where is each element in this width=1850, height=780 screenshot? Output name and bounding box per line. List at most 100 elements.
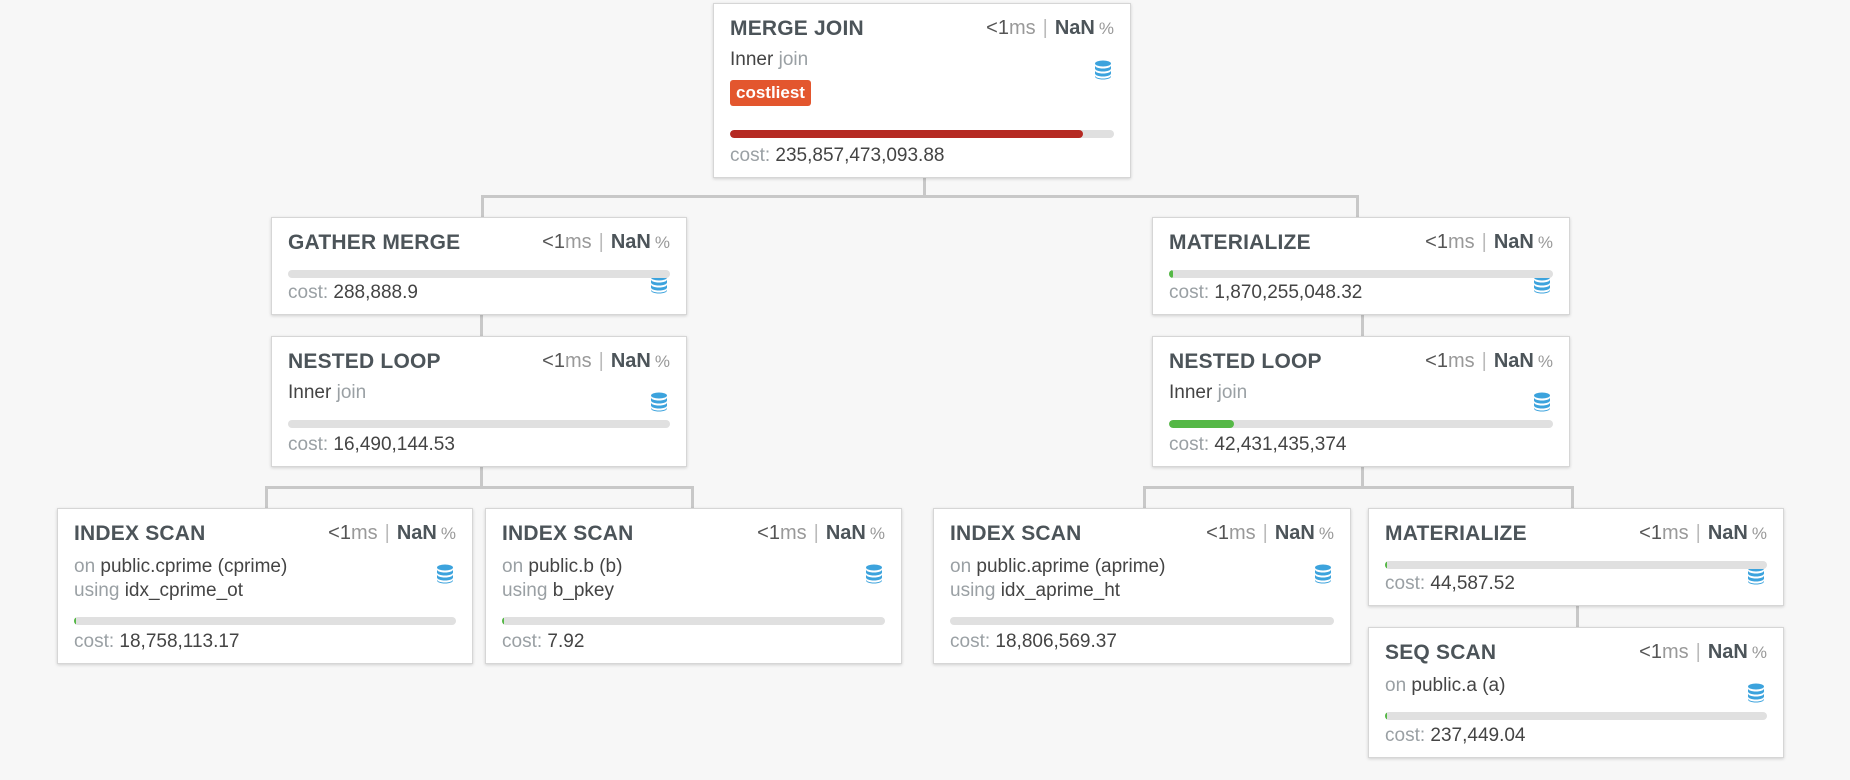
node-title: INDEX SCAN bbox=[74, 522, 206, 545]
join-type: Inner join bbox=[288, 381, 670, 405]
plan-node-materialize[interactable]: MATERIALIZE <1ms|NaN% cost: 1,870,255,04… bbox=[1152, 217, 1570, 315]
ms-unit: ms bbox=[1228, 522, 1256, 544]
on-word: on bbox=[1385, 675, 1407, 696]
node-percent: NaN bbox=[396, 522, 437, 544]
tree-edge bbox=[1571, 486, 1574, 508]
node-cost: cost: 288,888.9 bbox=[288, 282, 418, 304]
plan-node-index-scan-aprime[interactable]: INDEX SCAN <1ms|NaN% on public.aprime (a… bbox=[933, 508, 1351, 664]
cost-bar-fill bbox=[1169, 420, 1235, 428]
node-cost: cost: 1,870,255,048.32 bbox=[1169, 282, 1362, 304]
node-time: <1 bbox=[1425, 231, 1448, 253]
scan-index: using idx_aprime_ht bbox=[950, 579, 1334, 603]
ms-unit: ms bbox=[564, 350, 592, 372]
ms-unit: ms bbox=[1447, 350, 1475, 372]
percent-sign: % bbox=[1537, 352, 1553, 371]
cost-bar-fill bbox=[74, 617, 77, 625]
plan-node-gather-merge[interactable]: GATHER MERGE <1ms|NaN% cost: 288,888.9 bbox=[271, 217, 687, 315]
index-value: idx_aprime_ht bbox=[1000, 580, 1121, 601]
scan-index: using idx_cprime_ot bbox=[74, 579, 456, 603]
using-word: using bbox=[950, 580, 996, 601]
cost-value: 235,857,473,093.88 bbox=[775, 145, 945, 166]
relation-value: public.aprime (aprime) bbox=[976, 556, 1166, 577]
scan-relation: on public.cprime (cprime) bbox=[74, 555, 456, 579]
tree-edge bbox=[265, 486, 268, 508]
timing-separator: | bbox=[1262, 522, 1268, 544]
cost-bar-fill bbox=[730, 130, 1084, 138]
node-percent: NaN bbox=[1054, 17, 1095, 39]
cost-value: 42,431,435,374 bbox=[1214, 434, 1347, 455]
node-timing: <1ms|NaN% bbox=[986, 17, 1114, 40]
scan-relation: on public.b (b) bbox=[502, 555, 885, 579]
plan-node-nested-loop-right[interactable]: NESTED LOOP <1ms|NaN% Inner join cost: 4… bbox=[1152, 336, 1570, 467]
timing-separator: | bbox=[1695, 522, 1701, 544]
node-time: <1 bbox=[986, 17, 1009, 39]
node-time: <1 bbox=[1639, 522, 1662, 544]
percent-sign: % bbox=[654, 352, 670, 371]
on-word: on bbox=[950, 556, 972, 577]
percent-sign: % bbox=[1098, 19, 1114, 38]
timing-separator: | bbox=[598, 350, 604, 372]
relation-value: public.b (b) bbox=[528, 556, 623, 577]
node-time: <1 bbox=[328, 522, 351, 544]
tree-edge bbox=[1576, 605, 1579, 627]
tree-edge bbox=[923, 176, 926, 196]
node-cost: cost: 237,449.04 bbox=[1385, 725, 1526, 747]
plan-node-index-scan-b[interactable]: INDEX SCAN <1ms|NaN% on public.b (b) usi… bbox=[485, 508, 902, 664]
node-time: <1 bbox=[1206, 522, 1229, 544]
tree-edge bbox=[481, 195, 1359, 198]
node-timing: <1ms|NaN% bbox=[1425, 350, 1553, 373]
node-title: INDEX SCAN bbox=[502, 522, 634, 545]
cost-bar bbox=[502, 617, 885, 625]
plan-node-seq-scan[interactable]: SEQ SCAN <1ms|NaN% on public.a (a) cost:… bbox=[1368, 627, 1784, 758]
percent-sign: % bbox=[1751, 643, 1767, 662]
cost-label: cost: bbox=[74, 631, 115, 652]
database-icon bbox=[1094, 60, 1112, 85]
node-title: INDEX SCAN bbox=[950, 522, 1082, 545]
node-title: NESTED LOOP bbox=[288, 350, 441, 373]
cost-label: cost: bbox=[502, 631, 543, 652]
ms-unit: ms bbox=[1008, 17, 1036, 39]
ms-unit: ms bbox=[564, 231, 592, 253]
ms-unit: ms bbox=[779, 522, 807, 544]
costliest-badge: costliest bbox=[730, 80, 811, 106]
cost-bar-fill bbox=[1385, 561, 1388, 569]
using-word: using bbox=[502, 580, 548, 601]
node-percent: NaN bbox=[1493, 350, 1534, 372]
timing-separator: | bbox=[1481, 350, 1487, 372]
database-icon bbox=[1747, 683, 1765, 708]
scan-relation: on public.a (a) bbox=[1385, 674, 1767, 698]
scan-relation: on public.aprime (aprime) bbox=[950, 555, 1334, 579]
percent-sign: % bbox=[1318, 524, 1334, 543]
node-title: SEQ SCAN bbox=[1385, 641, 1497, 664]
cost-bar bbox=[1385, 561, 1767, 569]
cost-value: 237,449.04 bbox=[1430, 725, 1526, 746]
database-icon bbox=[1314, 564, 1332, 589]
node-cost: cost: 42,431,435,374 bbox=[1169, 434, 1346, 456]
join-type: Inner join bbox=[730, 48, 1114, 72]
plan-node-index-scan-cprime[interactable]: INDEX SCAN <1ms|NaN% on public.cprime (c… bbox=[57, 508, 473, 664]
plan-node-nested-loop-left[interactable]: NESTED LOOP <1ms|NaN% Inner join cost: 1… bbox=[271, 336, 687, 467]
node-timing: <1ms|NaN% bbox=[328, 522, 456, 545]
plan-node-merge-join[interactable]: MERGE JOIN <1ms|NaN% Inner join costlies… bbox=[713, 3, 1131, 178]
cost-bar-fill bbox=[1169, 270, 1173, 278]
node-percent: NaN bbox=[1707, 641, 1748, 663]
node-timing: <1ms|NaN% bbox=[1639, 641, 1767, 664]
node-percent: NaN bbox=[610, 231, 651, 253]
timing-separator: | bbox=[1481, 231, 1487, 253]
node-timing: <1ms|NaN% bbox=[1425, 231, 1553, 254]
cost-value: 16,490,144.53 bbox=[333, 434, 455, 455]
cost-bar bbox=[288, 420, 670, 428]
relation-value: public.a (a) bbox=[1411, 675, 1506, 696]
cost-bar bbox=[1169, 420, 1553, 428]
ms-unit: ms bbox=[350, 522, 378, 544]
node-timing: <1ms|NaN% bbox=[542, 350, 670, 373]
tree-edge bbox=[1361, 466, 1364, 488]
cost-label: cost: bbox=[1169, 434, 1210, 455]
tree-edge bbox=[480, 314, 483, 336]
cost-bar-fill bbox=[502, 617, 505, 625]
plan-node-materialize-inner[interactable]: MATERIALIZE <1ms|NaN% cost: 44,587.52 bbox=[1368, 508, 1784, 606]
join-word: join bbox=[1217, 382, 1248, 403]
percent-sign: % bbox=[654, 233, 670, 252]
timing-separator: | bbox=[384, 522, 390, 544]
cost-bar bbox=[74, 617, 456, 625]
